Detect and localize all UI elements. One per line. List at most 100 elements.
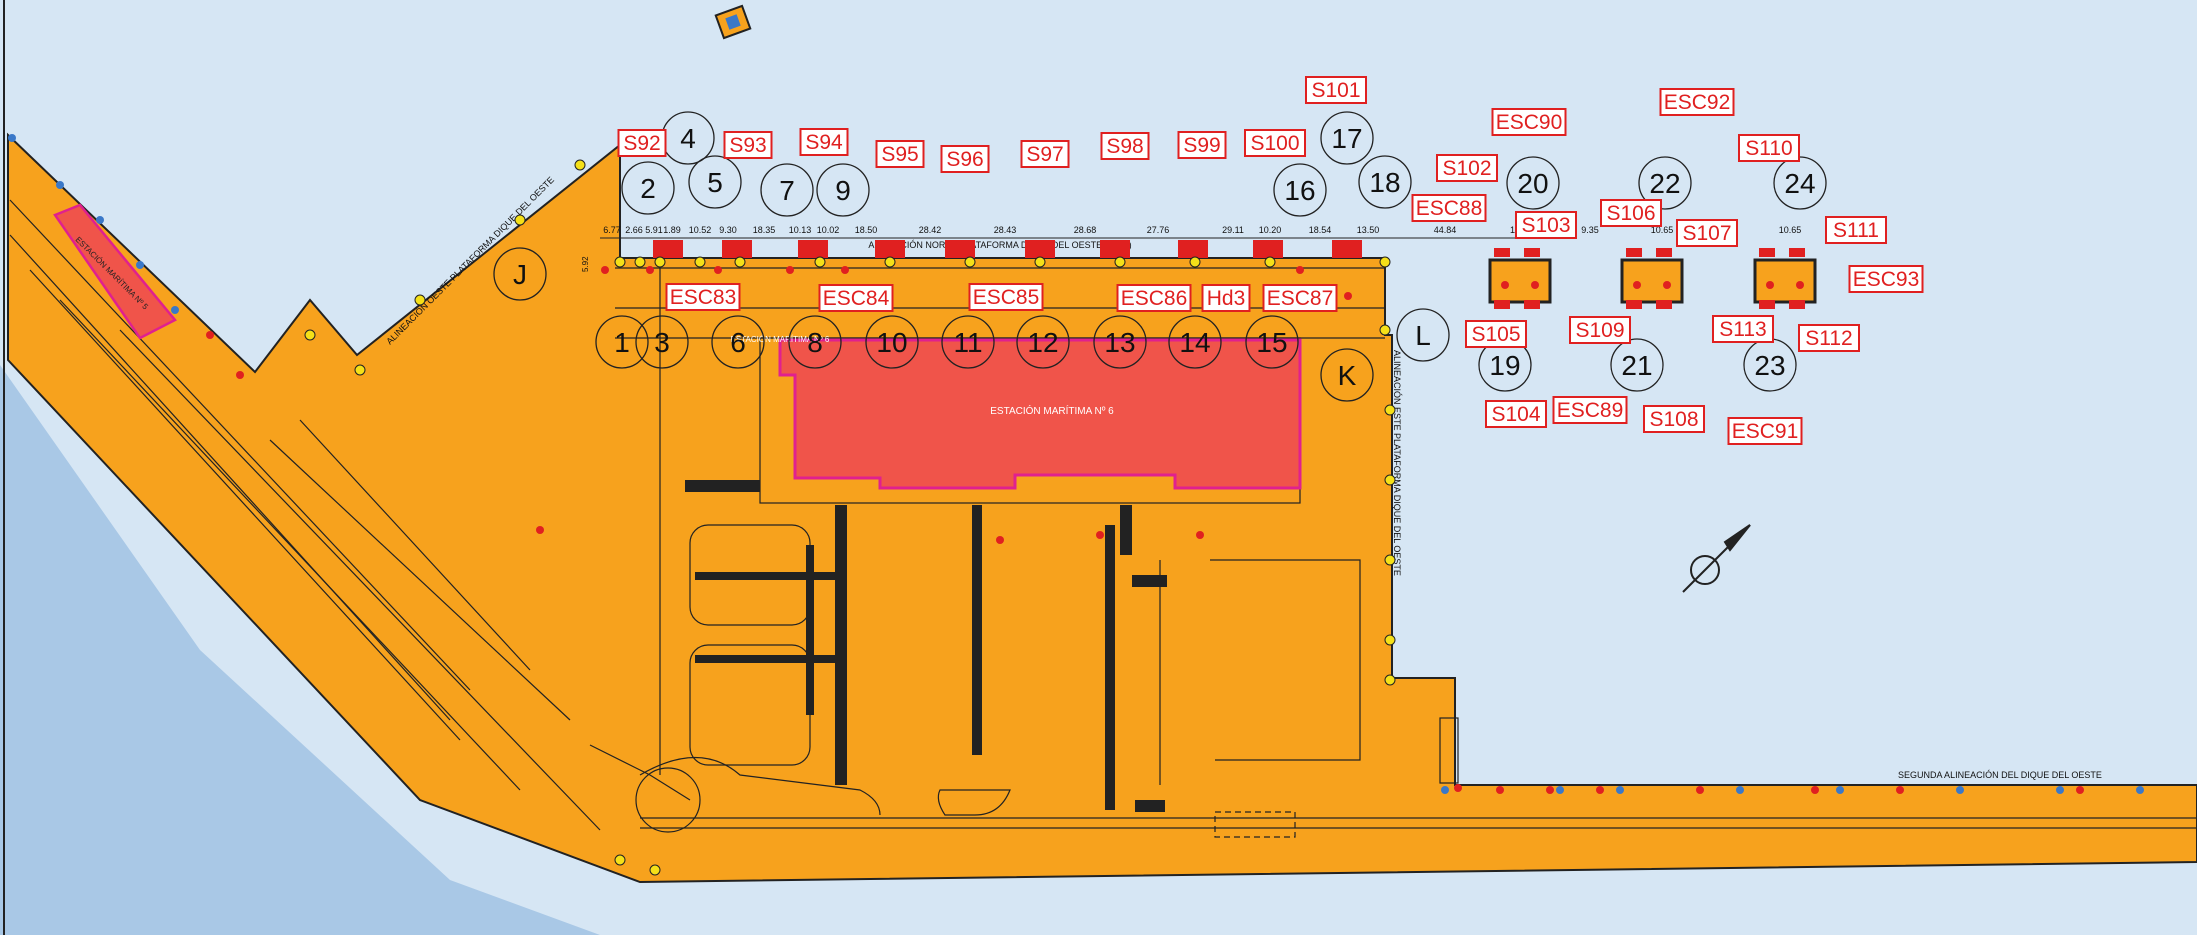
equipment-label-text: S113	[1719, 318, 1767, 341]
blue-point	[96, 216, 104, 224]
bollard	[1384, 674, 1396, 686]
red-point	[1663, 281, 1671, 289]
fender	[798, 240, 828, 258]
equipment-label-box	[1491, 108, 1567, 136]
equipment-label-text: ESC89	[1557, 399, 1624, 422]
dimension-label: 10.65	[1779, 225, 1802, 235]
bollard	[514, 214, 526, 226]
bollard	[414, 294, 426, 306]
equipment-label-box	[1515, 211, 1577, 239]
bollards	[8, 134, 2144, 876]
red-point	[206, 331, 214, 339]
zone-marker-circle	[1396, 308, 1450, 362]
equipment-label-text: ESC90	[1496, 111, 1563, 134]
blue-point	[171, 306, 179, 314]
blue-point	[1556, 786, 1564, 794]
equipment-label-box	[1798, 324, 1860, 352]
equipment-label-box	[1177, 131, 1227, 159]
berth-marker-circle	[760, 163, 814, 217]
equipment-label-text: ESC93	[1853, 268, 1920, 291]
beacon-icon	[714, 4, 752, 40]
bollard	[614, 854, 626, 866]
equipment-label-text: ESC83	[670, 286, 737, 309]
fender	[1178, 240, 1208, 258]
bollard	[964, 256, 976, 268]
equipment-label-box	[799, 128, 849, 156]
equipment-label-text: S97	[1026, 143, 1063, 166]
berth-marker-circle	[1093, 315, 1147, 369]
equipment-label-text: ESC88	[1416, 197, 1483, 220]
equipment-label-box	[1116, 284, 1192, 312]
red-point	[1633, 281, 1641, 289]
height-mark: 5.92	[581, 256, 590, 272]
red-point	[236, 371, 244, 379]
red-point	[1196, 531, 1204, 539]
berth-marker-number: 24	[1784, 168, 1815, 199]
berth-marker-circle	[788, 315, 842, 369]
red-point	[1596, 786, 1604, 794]
berth-marker-circle	[1638, 156, 1692, 210]
fender	[1253, 240, 1283, 258]
dimension-label: 29.11	[1222, 225, 1244, 235]
red-point	[1766, 281, 1774, 289]
berth-marker-circle	[865, 315, 919, 369]
dimension-label: 28.42	[919, 225, 942, 235]
red-point	[1096, 531, 1104, 539]
dimension-label: 5.91	[645, 225, 663, 235]
equipment-label-box	[665, 283, 741, 311]
bollard	[649, 864, 661, 876]
dimension-label: 18.35	[753, 225, 776, 235]
berth-marker-number: 23	[1754, 350, 1785, 381]
bollard	[1379, 256, 1391, 268]
equipment-label-box	[1465, 320, 1527, 348]
blue-point	[136, 261, 144, 269]
berth-marker-number: 5	[707, 167, 723, 198]
equipment-label-box	[1552, 396, 1628, 424]
bollard	[634, 256, 646, 268]
fender	[653, 240, 683, 258]
equipment-label-box	[818, 284, 894, 312]
zone-marker-letter: L	[1415, 320, 1431, 351]
bollard	[1114, 256, 1126, 268]
bollard	[884, 256, 896, 268]
berth-marker-number: 14	[1179, 327, 1210, 358]
fender	[1789, 248, 1805, 257]
berth-marker-circle	[1610, 338, 1664, 392]
equipment-label-text: ESC84	[823, 287, 890, 310]
equipment-label-box	[1305, 76, 1367, 104]
blue-point	[1616, 786, 1624, 794]
equipment-label-text: S99	[1183, 134, 1220, 157]
berth-marker-circle	[816, 163, 870, 217]
berth-marker-circle	[1168, 315, 1222, 369]
red-point	[646, 266, 654, 274]
bollard	[354, 364, 366, 376]
red-point	[1811, 786, 1819, 794]
equipment-label-text: S106	[1606, 202, 1655, 225]
red-point	[1496, 786, 1504, 794]
equipment-label-text: S109	[1575, 319, 1624, 342]
red-point	[841, 266, 849, 274]
red-point	[996, 536, 1004, 544]
red-point	[1796, 281, 1804, 289]
bollard	[1264, 256, 1276, 268]
dimension-label: 9.30	[719, 225, 737, 235]
zone-marker-letter: J	[513, 259, 527, 290]
bollard	[1189, 256, 1201, 268]
bollard	[654, 256, 666, 268]
equipment-label-box	[1244, 129, 1306, 157]
dock-platform	[7, 132, 2197, 884]
fender	[1524, 300, 1540, 309]
red-point	[1531, 281, 1539, 289]
berth-marker-number: 9	[835, 175, 851, 206]
bollard	[1384, 634, 1396, 646]
equipment-label-text: S101	[1311, 79, 1360, 102]
bollard	[304, 329, 316, 341]
blue-point	[2056, 786, 2064, 794]
red-point	[1696, 786, 1704, 794]
dimension-label: 28.68	[1074, 225, 1097, 235]
bollard	[614, 256, 626, 268]
equipment-label-text: ESC91	[1732, 420, 1799, 443]
equipment-label-box	[723, 131, 773, 159]
berth-marker-number: 17	[1331, 123, 1362, 154]
equipment-label-box	[1262, 284, 1338, 312]
